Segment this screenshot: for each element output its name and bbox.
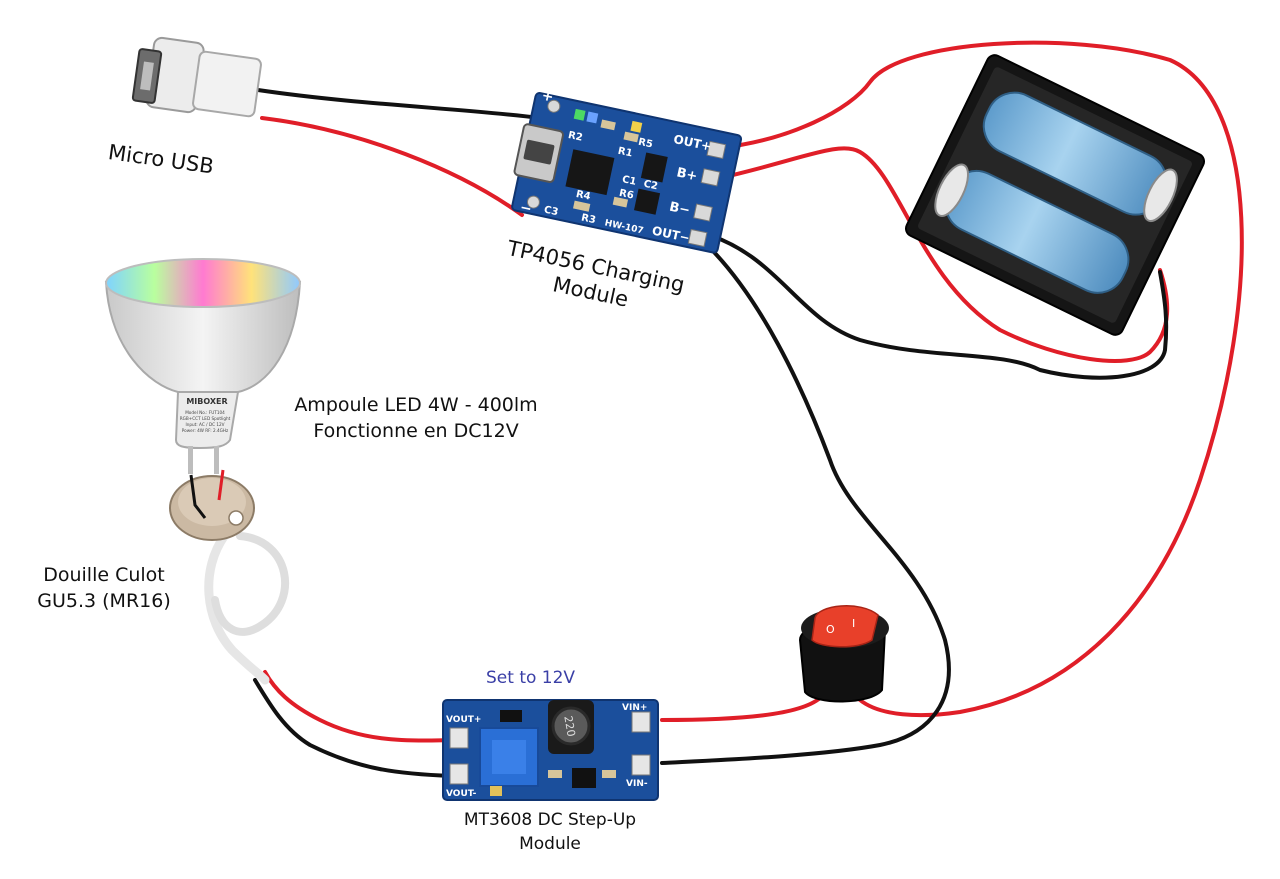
led-bulb: MIBOXER Model No.: FUT104 RGB+CCT LED Sp… — [104, 258, 302, 474]
tp-pin-b-plus: B+ — [675, 165, 698, 184]
battery-cell-2 — [934, 163, 1130, 294]
tp-pin-in-plus: + — [540, 88, 555, 106]
wire-outplus-red — [718, 40, 1244, 718]
mt3608-label-line-2: Module — [519, 834, 581, 854]
socket-label-line-2: GU5.3 (MR16) — [37, 590, 171, 612]
bulb-label-line-1: Ampoule LED 4W - 400lm — [294, 394, 538, 416]
mt-pin-vout-plus: VOUT+ — [446, 715, 481, 725]
wire-vout-red — [263, 670, 454, 743]
socket-label: Douille Culot GU5.3 (MR16) — [14, 562, 194, 614]
tp-silk-r3: R3 — [580, 212, 597, 226]
socket-white-lead-1 — [204, 530, 270, 685]
micro-usb-connector — [131, 36, 262, 118]
bulb-spec-line-3: Input: AC / DC 12V — [185, 422, 224, 427]
tp4056-module: + − OUT+ B+ B− OUT− R2 R1 R5 C1 C2 R6 R4… — [511, 88, 743, 254]
tp-silk-r1: R1 — [617, 146, 634, 160]
bulb-spec-line-2: RGB+CCT LED Spotlight — [180, 416, 231, 421]
socket-white-lead-2 — [211, 532, 289, 636]
mt3608-set-note: Set to 12V — [486, 668, 576, 688]
switch-off-mark: O — [826, 623, 835, 636]
wires — [204, 40, 1244, 778]
mt-pin-vout-minus: VOUT- — [446, 789, 477, 799]
tp-silk-r4: R4 — [575, 189, 592, 203]
tp4056-chip — [565, 149, 615, 196]
rocker-switch: O I — [798, 605, 889, 703]
tp-silk-r2: R2 — [567, 130, 584, 144]
wire-bminus-black — [710, 234, 1169, 380]
wire-vout-black — [253, 678, 454, 778]
wire-usb-red — [260, 116, 524, 217]
mt3608-label: MT3608 DC Step-Up Module — [440, 808, 660, 856]
tp-silk-c2: C2 — [642, 179, 658, 193]
rocker-switch-button — [811, 605, 879, 648]
mt3608-inductor-label: 220 — [561, 715, 577, 738]
tp-pin-in-minus: − — [518, 200, 533, 218]
tp-silk-r5: R5 — [637, 137, 654, 151]
wire-outminus-black — [660, 248, 951, 765]
tp-silk-r6: R6 — [618, 188, 635, 202]
mt-pin-vin-minus: VIN- — [626, 779, 648, 789]
battery-cell-1 — [982, 91, 1178, 223]
mt-pin-vin-plus: VIN+ — [622, 703, 647, 713]
bulb-brand: MIBOXER — [186, 397, 227, 406]
battery-holder — [905, 54, 1205, 336]
socket-label-line-1: Douille Culot — [43, 564, 165, 586]
mt3608-module: 220 VOUT+ VOUT- VIN+ VIN- — [442, 699, 659, 801]
wire-bplus-red — [718, 146, 1170, 363]
bulb-label: Ampoule LED 4W - 400lm Fonctionne en DC1… — [266, 392, 566, 444]
bulb-label-line-2: Fonctionne en DC12V — [313, 420, 519, 442]
led-bulb-face — [105, 258, 301, 308]
wire-usb-black — [256, 88, 542, 120]
tp-pin-b-minus: B− — [668, 200, 691, 219]
switch-on-mark: I — [852, 617, 855, 630]
bulb-spec-line-4: Power: 4W RF: 2.4GHz — [182, 428, 229, 433]
wire-vinplus-red — [660, 696, 822, 722]
tp-silk-c1: C1 — [621, 174, 637, 188]
mt3608-label-line-1: MT3608 DC Step-Up — [463, 810, 637, 830]
bulb-spec-line-1: Model No.: FUT104 — [185, 410, 225, 415]
gu53-socket — [169, 469, 255, 541]
tp-silk-c3: C3 — [543, 205, 559, 219]
